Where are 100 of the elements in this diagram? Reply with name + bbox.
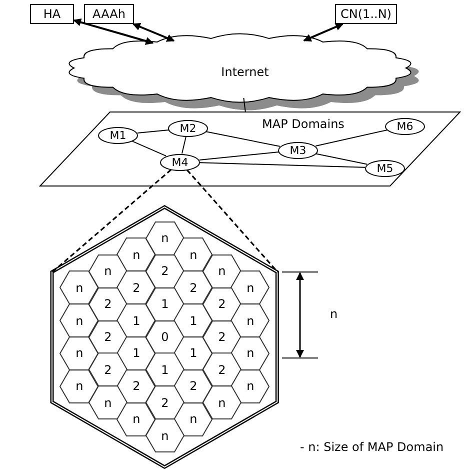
- cell-label: n: [76, 380, 84, 392]
- domain-ellipse: [160, 154, 200, 170]
- node-label: Internet: [221, 66, 269, 78]
- domain-ellipse: [365, 160, 405, 176]
- hex-cell: [146, 419, 184, 452]
- cell-label: n: [76, 282, 84, 294]
- hex-cell: [117, 337, 156, 370]
- node-label: M1: [110, 130, 126, 140]
- hex-cell: [60, 271, 98, 304]
- cell-label: n: [104, 396, 112, 409]
- dimension-label: n: [330, 308, 338, 320]
- connector-line: [181, 136, 187, 154]
- double-arrow: [303, 23, 344, 42]
- cell-label: 2: [132, 282, 140, 294]
- cell-label: 2: [132, 380, 140, 392]
- connector-line: [315, 129, 388, 147]
- hex-cell: [146, 353, 184, 386]
- node-label: AAAh: [92, 8, 126, 20]
- connector-line: [199, 162, 366, 168]
- hex-cell: [60, 337, 98, 370]
- hex-cell: [88, 353, 127, 386]
- cell-label: n: [76, 347, 84, 360]
- hex-cell: [202, 353, 241, 386]
- hex-cell: [174, 337, 212, 370]
- cell-label: 2: [218, 364, 226, 376]
- cell-label: n: [161, 232, 169, 244]
- dashed-guide-line: [52, 169, 172, 273]
- cell-label: n: [76, 314, 84, 327]
- cell-label: n: [246, 314, 254, 327]
- cell-label: 2: [218, 298, 226, 310]
- hex-cell: [146, 386, 184, 420]
- cell-label: 1: [161, 364, 169, 376]
- domain-hexagon: [52, 207, 278, 467]
- hex-cell: [117, 238, 156, 272]
- node-label: CN(1..N): [340, 8, 392, 20]
- cell-label: n: [246, 347, 254, 360]
- hex-cell: [174, 402, 212, 436]
- hex-cell: [117, 304, 156, 337]
- cell-label: 0: [161, 330, 169, 343]
- hex-cell: [117, 271, 156, 304]
- hex-cell: [174, 271, 212, 304]
- dashed-guide-line: [186, 169, 278, 273]
- cell-label: n: [132, 248, 140, 261]
- server-box: [335, 4, 397, 24]
- connector-line: [243, 97, 246, 112]
- cell-label: 1: [161, 298, 169, 310]
- hex-cell: [202, 288, 241, 321]
- domain-plane: [40, 112, 460, 186]
- cell-label: n: [132, 413, 140, 426]
- domain-ellipse: [278, 142, 318, 158]
- node-label: M3: [290, 144, 306, 156]
- hex-cell: [174, 370, 212, 403]
- domain-ellipse: [385, 118, 425, 134]
- hex-cell: [202, 386, 241, 420]
- cell-label: n: [218, 265, 226, 278]
- cell-label: n: [246, 282, 254, 294]
- connector-line: [206, 131, 280, 147]
- hex-cell: [88, 254, 127, 288]
- hex-cell: [174, 304, 212, 337]
- cell-label: 1: [190, 347, 198, 360]
- hex-cell: [117, 402, 156, 436]
- server-box: [30, 4, 74, 24]
- hex-cell: [231, 304, 270, 337]
- node-label: M5: [376, 162, 394, 174]
- cell-label: n: [161, 430, 169, 442]
- node-label: HA: [43, 8, 61, 20]
- hex-cell: [60, 304, 98, 337]
- cell-label: 2: [190, 380, 198, 392]
- double-arrow: [73, 18, 154, 45]
- cell-label: 2: [190, 282, 198, 294]
- cell-label: 1: [132, 314, 140, 327]
- hex-cell: [202, 254, 241, 288]
- cell-label: 2: [104, 330, 112, 343]
- hex-cell: [231, 337, 270, 370]
- cell-label: n: [104, 265, 112, 278]
- node-label: M6: [396, 120, 414, 132]
- cell-label: n: [190, 248, 198, 261]
- cell-label: n: [246, 380, 254, 392]
- hex-cell: [146, 254, 184, 288]
- node-label: M2: [180, 122, 196, 134]
- node-label: M4: [172, 156, 188, 168]
- hex-cell: [146, 288, 184, 321]
- connector-line: [136, 129, 170, 134]
- domain-ellipse: [98, 126, 138, 144]
- domain-title: MAP Domains: [262, 118, 344, 130]
- hex-cell: [60, 370, 98, 403]
- cell-label: 1: [190, 314, 198, 327]
- hex-cell: [88, 288, 127, 321]
- cell-label: n: [218, 396, 226, 409]
- cell-label: n: [190, 413, 198, 426]
- hex-cell: [146, 222, 184, 255]
- cell-label: 2: [161, 265, 169, 278]
- domain-ellipse: [168, 120, 208, 136]
- hex-cell: [117, 370, 156, 403]
- server-box: [84, 4, 134, 24]
- cell-label: 2: [161, 396, 169, 409]
- note-text: - n: Size of MAP Domain: [300, 441, 444, 453]
- hex-cell: [231, 271, 270, 304]
- hex-cell: [231, 370, 270, 403]
- hex-cell: [88, 386, 127, 420]
